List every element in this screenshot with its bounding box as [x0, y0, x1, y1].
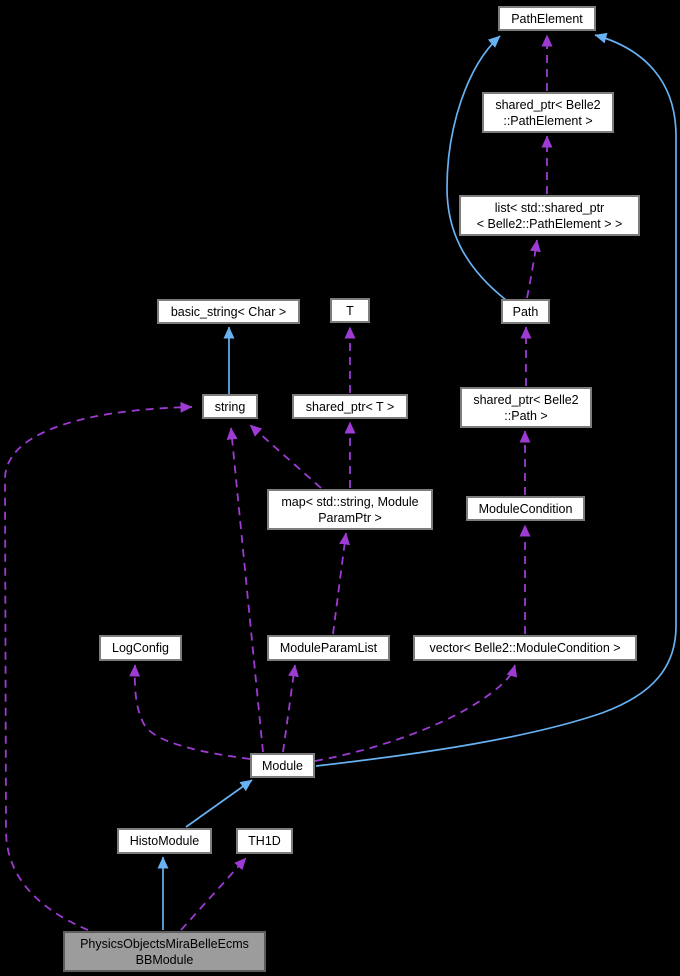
node-logconfig[interactable]: LogConfig	[99, 635, 182, 661]
node-string[interactable]: string	[202, 394, 258, 419]
node-t[interactable]: T	[330, 298, 370, 323]
node-label: shared_ptr< Belle2 ::Path >	[473, 392, 579, 423]
node-vector-belle2-modulecondition[interactable]: vector< Belle2::ModuleCondition >	[413, 635, 637, 661]
node-label: ModuleCondition	[478, 501, 573, 516]
node-label: PhysicsObjectsMiraBelleEcms BBModule	[80, 936, 249, 967]
edge-physics-to-string	[4, 401, 193, 931]
node-label: map< std::string, Module ParamPtr >	[281, 494, 419, 525]
edge-module-to-pathelement	[315, 32, 677, 767]
node-shared-ptr-belle2-path[interactable]: shared_ptr< Belle2 ::Path >	[460, 387, 592, 428]
node-shared-ptr-t[interactable]: shared_ptr< T >	[292, 394, 408, 419]
edge-histomodule-to-module	[185, 779, 253, 828]
edge-path-to-pathelement	[446, 35, 507, 301]
node-label: ModuleParamList	[279, 641, 378, 655]
node-label: HistoModule	[129, 834, 200, 848]
node-label: Path	[512, 304, 539, 319]
node-label: Module	[262, 758, 303, 773]
node-list-shared-ptr-belle2-pathelement[interactable]: list< std::shared_ptr < Belle2::PathElem…	[459, 195, 640, 236]
node-label: LogConfig	[112, 641, 169, 655]
edge-physics-to-th1d	[180, 857, 247, 931]
node-label: TH1D	[248, 834, 281, 848]
node-path[interactable]: Path	[501, 299, 550, 324]
node-label: string	[214, 399, 246, 414]
edge-moduleparamlist-to-map	[332, 532, 350, 635]
node-label: PathElement	[511, 11, 583, 26]
edge-module-to-string	[226, 427, 264, 753]
node-histomodule[interactable]: HistoModule	[117, 828, 212, 854]
edge-module-to-moduleparamlist	[282, 664, 299, 753]
node-shared-ptr-belle2-pathelement[interactable]: shared_ptr< Belle2 ::PathElement >	[482, 92, 614, 133]
node-map-string-moduleparamptr[interactable]: map< std::string, Module ParamPtr >	[267, 489, 433, 530]
edge-module-to-logconfig	[129, 664, 251, 760]
node-label: basic_string< Char >	[170, 304, 287, 319]
node-label: T	[346, 303, 354, 318]
node-label: vector< Belle2::ModuleCondition >	[429, 641, 621, 655]
edge-path-to-list	[526, 239, 541, 299]
edge-map-to-string	[249, 424, 322, 489]
node-moduleparamlist[interactable]: ModuleParamList	[267, 635, 390, 661]
node-modulecondition[interactable]: ModuleCondition	[466, 496, 585, 521]
node-pathelement[interactable]: PathElement	[498, 6, 596, 31]
node-basic-string-char[interactable]: basic_string< Char >	[157, 299, 300, 324]
node-label: shared_ptr< T >	[305, 399, 395, 414]
node-module[interactable]: Module	[250, 753, 315, 778]
node-th1d[interactable]: TH1D	[236, 828, 293, 854]
node-label: shared_ptr< Belle2 ::PathElement >	[495, 97, 601, 128]
node-label: list< std::shared_ptr < Belle2::PathElem…	[476, 200, 623, 231]
edge-module-to-vector	[314, 664, 518, 762]
node-physicsobjectsmirabelleecmsbbmodule[interactable]: PhysicsObjectsMiraBelleEcms BBModule	[63, 931, 266, 972]
